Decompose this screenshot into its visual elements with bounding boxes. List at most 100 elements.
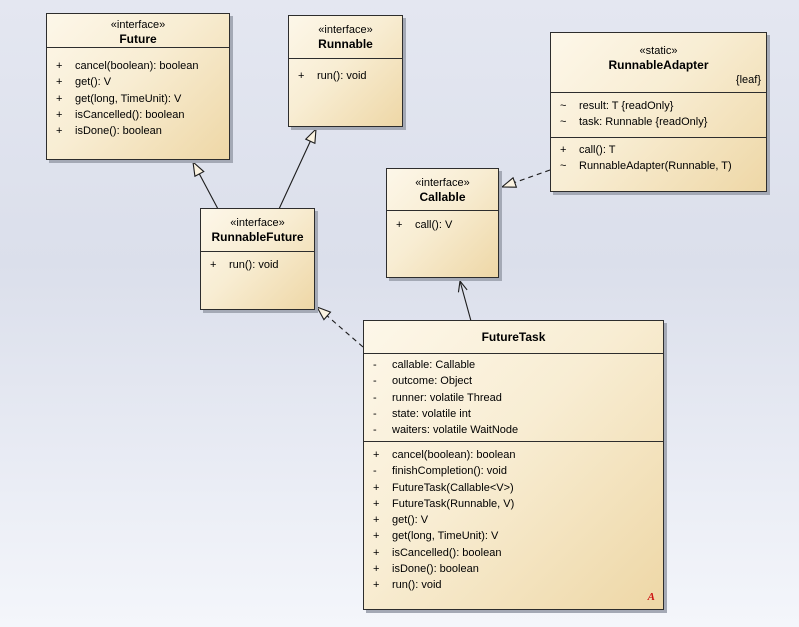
class-name: RunnableFuture: [211, 230, 304, 244]
attribute-text: callable: Callable: [392, 359, 476, 371]
visibility-marker: +: [373, 563, 380, 576]
operation-row: + call(): T: [551, 142, 766, 158]
operations-compartment: + call(): T ~ RunnableAdapter(Runnable, T): [551, 138, 766, 175]
stereotype-label: «interface»: [318, 24, 373, 36]
attribute-text: waiters: volatile WaitNode: [392, 424, 519, 437]
operations-compartment: + cancel(boolean): boolean - finishComplet…: [364, 442, 663, 594]
operation-text: get(): V: [75, 76, 112, 89]
operation-row: + run(): void: [201, 257, 314, 273]
visibility-marker: -: [373, 407, 377, 420]
class-title-runnablefuture: «interface» RunnableFuture: [201, 209, 314, 252]
class-title-runnable: «interface» Runnable: [289, 16, 402, 59]
attribute-row: -state: volatile int: [364, 406, 663, 422]
operation-row: + get(long, TimeUnit): V: [47, 91, 229, 107]
operation-text: cancel(boolean): boolean: [75, 60, 199, 72]
class-box-future[interactable]: «interface» Future + cancel(boolean): boo…: [46, 13, 230, 160]
class-box-runnableadapter[interactable]: «static» RunnableAdapter {leaf} ~ result:…: [550, 32, 767, 192]
operation-text: run(): void: [392, 579, 442, 592]
attribute-row: -callable: Callable: [364, 357, 663, 373]
visibility-marker: -: [373, 465, 377, 478]
class-name: Runnable: [318, 37, 373, 51]
operation-row: + FutureTask(Runnable, V): [364, 496, 663, 512]
visibility-marker: +: [373, 481, 380, 494]
association-futuretask-to-callable[interactable]: [457, 279, 472, 322]
operation-text: call(): T: [579, 144, 616, 156]
class-name: RunnableAdapter: [608, 58, 709, 72]
realization-futuretask-to-runnablefuture[interactable]: [315, 305, 364, 348]
attribute-text: task: Runnable {readOnly}: [579, 116, 708, 129]
operation-row: ~ RunnableAdapter(Runnable, T): [551, 158, 766, 174]
operations-compartment: + cancel(boolean): boolean + get(): V + get…: [47, 48, 229, 139]
operation-text: FutureTask(Callable<V>): [392, 481, 514, 494]
operation-text: isDone(): boolean: [392, 563, 479, 576]
attribute-text: outcome: Object: [392, 375, 473, 388]
operation-text: run(): void: [317, 70, 367, 82]
operation-text: get(long, TimeUnit): V: [75, 92, 182, 105]
visibility-marker: -: [373, 424, 377, 437]
visibility-marker: +: [373, 546, 380, 559]
operation-row: + isDone(): boolean: [364, 561, 663, 577]
operation-text: get(long, TimeUnit): V: [392, 530, 499, 543]
attribute-row: - outcome: Object: [364, 373, 663, 389]
class-box-runnable[interactable]: «interface» Runnable + run(): void: [288, 15, 403, 127]
class-title-callable: «interface» Callable: [387, 169, 498, 211]
visibility-marker: +: [396, 219, 403, 231]
operation-text: finishCompletion(): void: [392, 465, 507, 478]
operation-row: + cancel(boolean): boolean: [47, 58, 229, 74]
realization-runnableadapter-to-callable[interactable]: [500, 169, 551, 188]
attribute-text: runner: volatile Thread: [392, 391, 502, 404]
visibility-marker: -: [373, 391, 377, 404]
operations-compartment: + run(): void: [289, 59, 402, 84]
operation-text: RunnableAdapter(Runnable, T): [579, 160, 732, 173]
class-title-future: «interface» Future: [47, 14, 229, 48]
operation-text: FutureTask(Runnable, V): [392, 497, 515, 510]
operation-text: get(): V: [392, 514, 429, 527]
attribute-row: ~ result: T {readOnly}: [551, 98, 766, 114]
class-name: FutureTask: [481, 330, 546, 344]
visibility-marker: +: [210, 259, 217, 271]
operation-text: cancel(boolean): boolean: [392, 449, 516, 461]
operation-row: + get(): V: [47, 74, 229, 90]
visibility-marker: +: [373, 497, 380, 510]
visibility-marker: -: [373, 375, 377, 388]
operation-row: +isDone(): boolean: [47, 123, 229, 139]
attribute-row: - runner: volatile Thread: [364, 390, 663, 406]
operation-text: isCancelled(): boolean: [392, 546, 502, 559]
stereotype-label: «interface»: [415, 177, 470, 189]
operation-text: run(): void: [229, 259, 279, 271]
operation-row: + run(): void: [364, 577, 663, 593]
class-name: Callable: [419, 190, 466, 204]
generalization-runnablefuture-to-runnable[interactable]: [278, 127, 317, 210]
class-box-runnablefuture[interactable]: «interface» RunnableFuture + run(): void: [200, 208, 315, 310]
visibility-marker: +: [373, 579, 380, 592]
visibility-marker: ~: [560, 160, 567, 173]
operation-row: + isCancelled(): boolean: [364, 545, 663, 561]
visibility-marker: +: [56, 76, 63, 89]
visibility-marker: +: [373, 530, 380, 543]
class-name: Future: [119, 32, 157, 46]
visibility-marker: ~: [560, 116, 567, 129]
class-box-futuretask[interactable]: FutureTask -callable: Callable -outcome:…: [363, 320, 664, 610]
attribute-text: result: T {readOnly}: [579, 100, 674, 112]
visibility-marker: +: [560, 144, 567, 156]
operation-row: + FutureTask(Callable<V>): [364, 480, 663, 496]
generalization-runnablefuture-to-future[interactable]: [192, 160, 219, 210]
class-box-callable[interactable]: «interface» Callable +call(): V: [386, 168, 499, 278]
attribute-row: ~ task: Runnable {readOnly}: [551, 114, 766, 130]
class-title-runnableadapter: «static» RunnableAdapter {leaf}: [551, 33, 766, 93]
visibility-marker: ~: [560, 100, 567, 112]
stereotype-label: «interface»: [110, 19, 166, 31]
operation-row: +isCancelled(): boolean: [47, 107, 229, 123]
class-title-futuretask: FutureTask: [364, 321, 663, 354]
stereotype-label: «static»: [639, 45, 678, 57]
attributes-compartment: ~ result: T {readOnly} ~ task: Runnable {r…: [551, 93, 766, 138]
visibility-marker: +: [56, 60, 63, 72]
operations-compartment: +call(): V: [387, 211, 498, 233]
visibility-marker: +: [373, 449, 380, 461]
active-class-badge: A: [647, 591, 655, 603]
visibility-marker: +: [298, 70, 305, 82]
operations-compartment: + run(): void: [201, 252, 314, 273]
visibility-marker: +: [56, 92, 63, 105]
